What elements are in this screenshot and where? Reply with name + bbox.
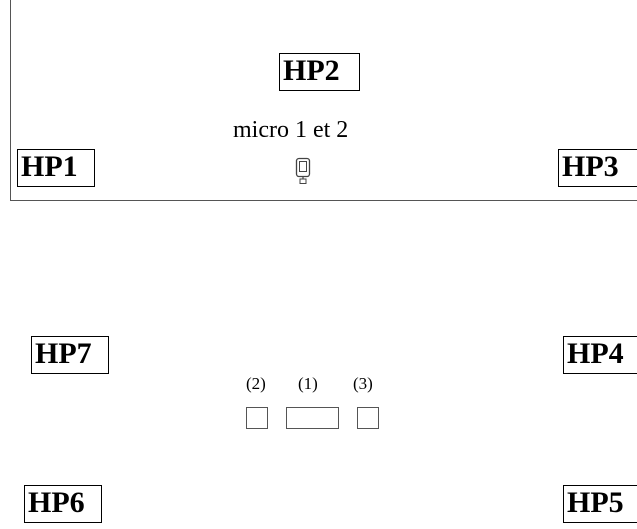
microphone-label: micro 1 et 2 [233, 117, 349, 143]
position-box-1 [286, 407, 339, 429]
speaker-hp3: HP3 [558, 149, 637, 187]
stage-border-bottom [10, 200, 637, 201]
position-box-3 [357, 407, 379, 429]
speaker-hp2: HP2 [279, 53, 360, 91]
speaker-hp6: HP6 [24, 485, 102, 523]
speaker-hp1: HP1 [17, 149, 95, 187]
position-box-2 [246, 407, 268, 429]
speaker-hp7: HP7 [31, 336, 109, 374]
position-label-2: (2) [246, 374, 266, 393]
speaker-hp5: HP5 [563, 485, 637, 523]
position-label-3: (3) [353, 374, 373, 393]
microphone-icon [295, 157, 311, 184]
position-label-1: (1) [298, 374, 318, 393]
speaker-hp4: HP4 [563, 336, 637, 374]
stage-border-left [10, 0, 11, 201]
